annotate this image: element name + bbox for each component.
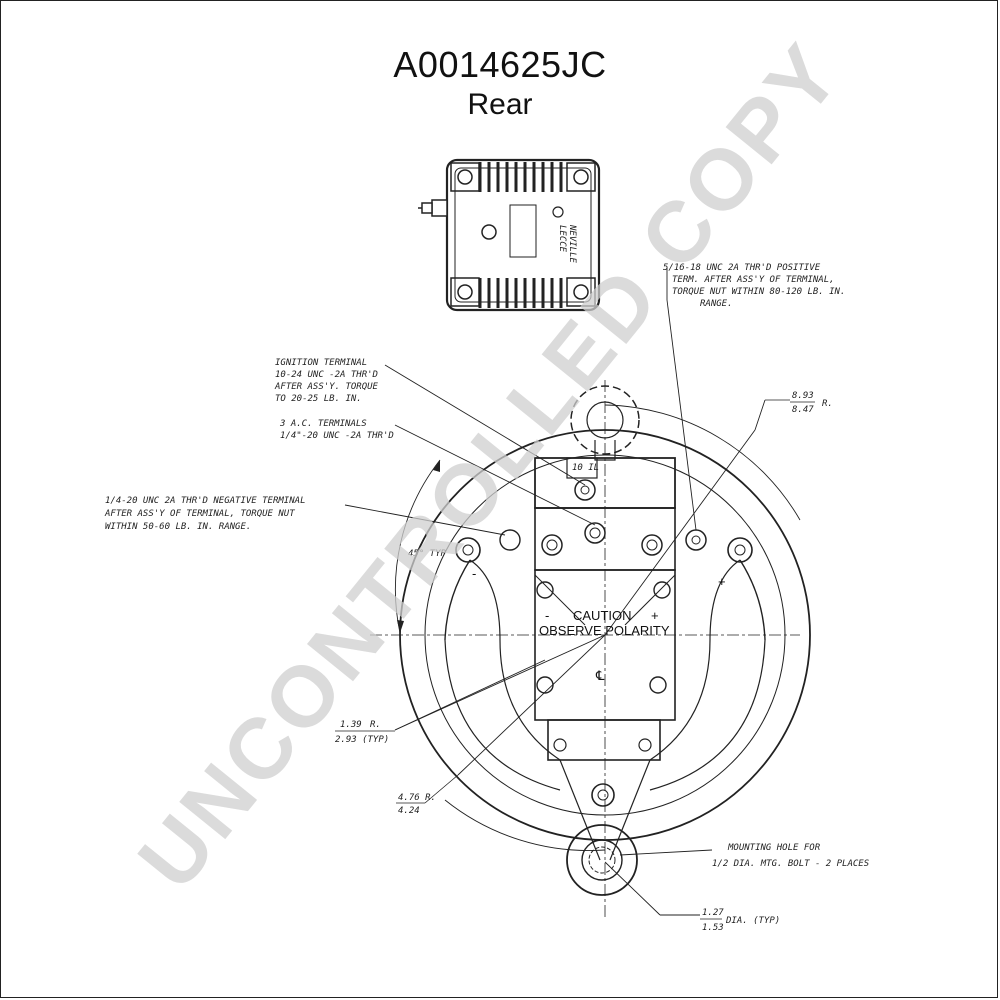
centerline-mark: ℄: [595, 668, 605, 683]
dim-r1-suffix: R.: [822, 399, 833, 409]
ac-terminals-note: 3 A.C. TERMINALS 1/4"-20 UNC -2A THR'D: [279, 419, 394, 441]
note-mounting-line: MOUNTING HOLE FOR: [727, 843, 821, 853]
observe-polarity-label: OBSERVE POLARITY: [539, 623, 670, 638]
dim-r2-top: 1.39: [340, 720, 362, 730]
regulator-brand-label: LECCE: [557, 225, 567, 253]
uncontrolled-copy-watermark: UNCONTROLLED COPY: [120, 25, 860, 907]
dim-angle-label: 45° TYP: [408, 549, 447, 559]
note-negative-line: 1/4-20 UNC 2A THR'D NEGATIVE TERMINAL: [105, 496, 305, 506]
dim-dia-suffix: DIA. (TYP): [725, 916, 780, 926]
note-positive-line: TORQUE NUT WITHIN 80-120 LB. IN.: [672, 287, 845, 297]
dim-dia-bottom: 1.53: [702, 923, 724, 933]
dim-dia-top: 1.27: [702, 908, 724, 918]
drawing-subtitle: Rear: [467, 88, 533, 121]
mounting-hole-note: MOUNTING HOLE FOR 1/2 DIA. MTG. BOLT - 2…: [712, 843, 870, 869]
dimension-mounting-dia: 1.27 1.53 DIA. (TYP): [700, 908, 780, 933]
note-negative-line: WITHIN 50-60 LB. IN. RANGE.: [105, 522, 251, 532]
dimension-radius-inner: 4.76 R. 4.24: [396, 774, 459, 816]
regulator-brand-label-2: NEVILLE: [567, 224, 577, 264]
dimension-radius-outer: 8.93 8.47 R.: [765, 391, 833, 415]
positive-terminal-note: 5/16-18 UNC 2A THR'D POSITIVE TERM. AFTE…: [663, 263, 845, 309]
note-positive-line: TERM. AFTER ASS'Y OF TERMINAL,: [672, 275, 835, 285]
drawing-title: A0014625JC: [393, 44, 607, 85]
caution-plus-sign: +: [651, 608, 659, 623]
ignition-terminal-note: IGNITION TERMINAL 10-24 UNC -2A THR'D AF…: [274, 358, 379, 404]
terminal-box-label: 10 IL: [572, 463, 599, 473]
note-positive-line: 5/16-18 UNC 2A THR'D POSITIVE: [663, 263, 821, 273]
negative-terminal-sign: -: [472, 566, 476, 581]
note-negative-line: AFTER ASS'Y OF TERMINAL, TORQUE NUT: [104, 509, 295, 519]
caution-label: CAUTION: [573, 608, 632, 623]
note-ac-line: 3 A.C. TERMINALS: [279, 419, 367, 429]
positive-terminal-sign: +: [718, 574, 726, 589]
regulator-view: LECCE NEVILLE: [418, 158, 601, 312]
dim-r1-bottom: 8.47: [792, 405, 814, 415]
alternator-rear-view: 10 IL: [370, 380, 811, 920]
note-ignition-line: AFTER ASS'Y. TORQUE: [274, 382, 379, 392]
leader-lines: [344, 268, 766, 916]
dim-r3-top: 4.76 R.: [398, 793, 436, 803]
negative-terminal-note: 1/4-20 UNC 2A THR'D NEGATIVE TERMINAL AF…: [104, 496, 305, 532]
dimension-radius-mid: 1.39 R. 2.93 (TYP): [335, 720, 395, 745]
dim-r3-bottom: 4.24: [398, 806, 420, 816]
note-ignition-line: 10-24 UNC -2A THR'D: [275, 370, 378, 380]
note-ignition-line: TO 20-25 LB. IN.: [275, 394, 362, 404]
dim-r1-top: 8.93: [792, 391, 814, 401]
note-positive-line: RANGE.: [700, 299, 733, 309]
note-mounting-line: 1/2 DIA. MTG. BOLT - 2 PLACES: [712, 859, 870, 869]
note-ac-line: 1/4"-20 UNC -2A THR'D: [280, 431, 394, 441]
dim-r2-bottom: 2.93 (TYP): [335, 735, 389, 745]
caution-minus-sign: -: [545, 608, 549, 623]
dim-r2-suffix: R.: [370, 720, 381, 730]
note-ignition-line: IGNITION TERMINAL: [275, 358, 367, 368]
